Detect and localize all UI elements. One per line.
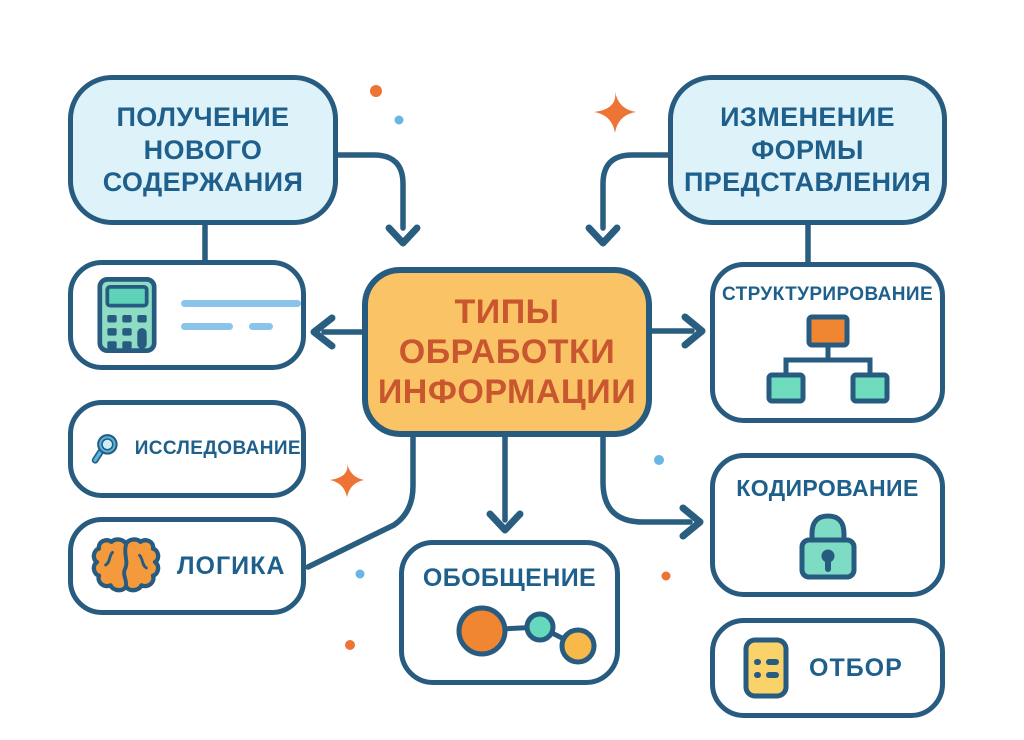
node-generalization-label: ОБОБЩЕНИЕ bbox=[422, 564, 597, 592]
center-title-label: ТИПЫ ОБРАБОТКИ ИНФОРМАЦИИ bbox=[377, 292, 637, 412]
node-coding: КОДИРОВАНИЕ bbox=[710, 453, 945, 597]
arrowhead-down-icon bbox=[486, 510, 524, 534]
dot bbox=[355, 569, 365, 579]
decorations bbox=[330, 85, 671, 650]
magnifier-icon bbox=[91, 434, 118, 464]
node-selection: ОТБОР bbox=[710, 618, 945, 718]
arrowhead-down-icon bbox=[385, 224, 421, 247]
text-line bbox=[249, 323, 273, 330]
node-generalization: ОБОБЩЕНИЕ bbox=[399, 540, 620, 685]
arrowhead-left-icon bbox=[310, 314, 336, 350]
padlock-icon bbox=[799, 513, 856, 580]
calculator-icon bbox=[97, 277, 157, 353]
node-center-title: ТИПЫ ОБРАБОТКИ ИНФОРМАЦИИ bbox=[362, 267, 652, 437]
text-line bbox=[181, 300, 301, 307]
node-logic: ЛОГИКА bbox=[68, 517, 306, 615]
node-form-change-label: ИЗМЕНЕНИЕ ФОРМЫ ПРЕДСТАВЛЕНИЯ bbox=[683, 101, 932, 198]
arrow-newcontent-center bbox=[335, 152, 406, 231]
node-structuring-label: СТРУКТУРИРОВАНИЕ bbox=[721, 284, 934, 305]
dot bbox=[345, 640, 355, 650]
node-computation bbox=[68, 260, 306, 370]
node-new-content-label: ПОЛУЧЕНИЕ НОВОГО СОДЕРЖАНИЯ bbox=[102, 101, 304, 198]
linked-circles-icon bbox=[456, 605, 596, 664]
node-structuring: СТРУКТУРИРОВАНИЕ bbox=[710, 262, 945, 423]
node-new-content: ПОЛУЧЕНИЕ НОВОГО СОДЕРЖАНИЯ bbox=[68, 75, 338, 225]
sparkle-icon bbox=[594, 91, 636, 133]
arrowhead-right-icon bbox=[681, 313, 706, 349]
node-logic-label: ЛОГИКА bbox=[177, 551, 286, 580]
arrow-formchange-center bbox=[600, 152, 671, 231]
node-coding-label: КОДИРОВАНИЕ bbox=[736, 475, 919, 501]
dot bbox=[661, 571, 671, 581]
sparkle-icon bbox=[330, 463, 364, 497]
arrowhead-right-icon bbox=[679, 504, 704, 540]
connector-logic-center bbox=[305, 434, 416, 570]
brain-icon bbox=[91, 537, 161, 593]
node-research-label: ИССЛЕДОВАНИЕ bbox=[134, 438, 301, 460]
checklist-icon bbox=[743, 637, 789, 699]
node-form-change: ИЗМЕНЕНИЕ ФОРМЫ ПРЕДСТАВЛЕНИЯ bbox=[668, 75, 947, 225]
arrow-center-coding bbox=[600, 434, 693, 525]
text-line bbox=[181, 323, 233, 330]
dot bbox=[394, 115, 404, 125]
node-selection-label: ОТБОР bbox=[809, 653, 903, 682]
dot bbox=[654, 455, 664, 465]
org-chart-icon bbox=[766, 314, 889, 404]
dot bbox=[370, 85, 382, 97]
text-lines bbox=[181, 300, 301, 330]
arrowhead-down-icon bbox=[585, 224, 621, 247]
node-research: ИССЛЕДОВАНИЕ bbox=[68, 400, 306, 498]
